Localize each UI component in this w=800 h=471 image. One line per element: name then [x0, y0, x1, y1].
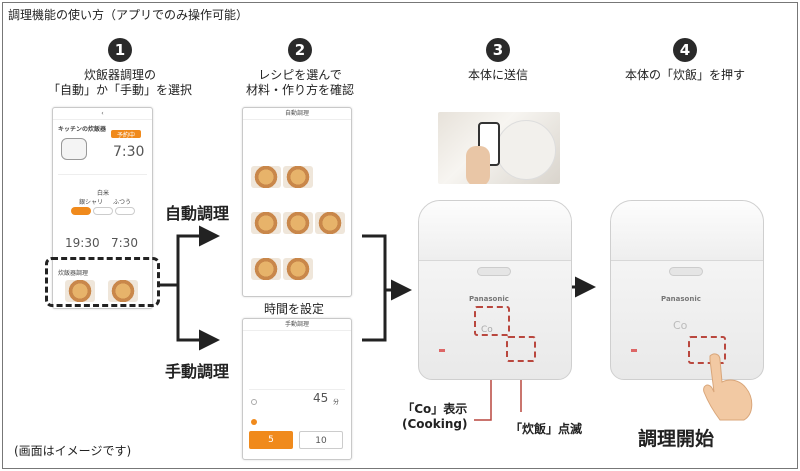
food-thumbnail — [65, 280, 95, 302]
reserve-time: 7:30 — [113, 144, 145, 160]
brand-logo: Panasonic — [469, 295, 509, 303]
step-4: 4 本体の「炊飯」を押す — [600, 38, 770, 83]
food-thumbnail — [315, 212, 345, 234]
step-2: 2 レシピを選んで 材料・作り方を確認 — [220, 38, 380, 98]
step-3: 3 本体に送信 — [418, 38, 578, 83]
option-label: ふつう — [113, 199, 132, 206]
option — [93, 207, 113, 215]
status-badge: 予約中 — [111, 130, 141, 139]
phone-app-title: キッチンの炊飯器 — [58, 126, 107, 133]
step-number: 1 — [108, 38, 132, 62]
phone-topbar: 手動調理 — [243, 319, 351, 331]
diagram-title: 調理機能の使い方（アプリでのみ操作可能） — [8, 8, 249, 22]
option-label: 銀シャリ — [79, 199, 104, 206]
minutes-unit: 分 — [333, 399, 340, 406]
auto-cooking-label: 自動調理 — [165, 204, 230, 223]
food-thumbnail — [108, 280, 138, 302]
step-text: 本体の「炊飯」を押す — [624, 68, 745, 82]
set-time-label: 時間を設定 — [264, 302, 325, 316]
step-text: 材料・作り方を確認 — [245, 83, 354, 97]
co-display-caption: 「Co」表示 (Cooking) — [402, 400, 468, 431]
finger-press-icon — [703, 353, 753, 421]
step-number: 2 — [288, 38, 312, 62]
step-text: 「自動」か「手動」を選択 — [47, 83, 192, 97]
option-selected — [71, 207, 91, 215]
step-text: 炊飯器調理の — [83, 68, 156, 82]
phone-topbar: ‹ — [53, 108, 152, 120]
highlight-cook-button — [688, 336, 726, 364]
co-caption-line1: 「Co」表示 — [402, 402, 468, 416]
blink-caption: 「炊飯」点滅 — [510, 422, 583, 436]
step-1: 1 炊飯器調理の 「自動」か「手動」を選択 — [40, 38, 200, 98]
option — [115, 207, 135, 215]
food-thumbnail — [251, 166, 281, 188]
manual-cooking-label: 手動調理 — [165, 362, 230, 381]
step-number: 4 — [673, 38, 697, 62]
cooking-section-label: 炊飯器調理 — [58, 270, 89, 277]
step-text: 本体に送信 — [467, 68, 528, 82]
timer-time: 7:30 — [111, 236, 138, 250]
co-caption-line2: (Cooking) — [402, 417, 468, 431]
image-note: (画面はイメージです) — [14, 444, 132, 458]
photo-phone-in-hand — [438, 112, 560, 184]
co-display: Co — [673, 319, 688, 332]
phone-topbar: 自動調理 — [243, 108, 351, 120]
rice-cooker-icon — [61, 138, 87, 160]
food-thumbnail — [283, 258, 313, 280]
step-number: 3 — [486, 38, 510, 62]
highlight-cook-button — [506, 336, 536, 362]
start-cooking-caption: 調理開始 — [638, 428, 715, 450]
rice-cooker-step3: Panasonic Co — [418, 200, 572, 380]
co-display: Co — [481, 325, 493, 335]
phone-screen-manual: 手動調理 45 分 5 10 — [242, 318, 352, 460]
time-option: 10 — [299, 431, 343, 449]
step-text: レシピを選んで — [258, 68, 342, 82]
rice-cooker-step4: Panasonic Co — [610, 200, 764, 380]
highlight-cooking-section — [45, 257, 160, 307]
course-label: 白米 — [97, 190, 110, 197]
food-thumbnail — [251, 258, 281, 280]
phone-screen-select: ‹ キッチンの炊飯器 予約中 7:30 白米 銀シャリ ふつう 19:30 7:… — [52, 107, 153, 309]
minutes-value: 45 — [313, 391, 329, 405]
food-thumbnail — [283, 166, 313, 188]
highlight-co-display — [474, 306, 510, 336]
brand-logo: Panasonic — [661, 295, 701, 303]
time-option-selected: 5 — [249, 431, 293, 449]
food-thumbnail — [283, 212, 313, 234]
phone-screen-auto: 自動調理 — [242, 107, 352, 297]
food-thumbnail — [251, 212, 281, 234]
timer-time: 19:30 — [65, 236, 100, 250]
